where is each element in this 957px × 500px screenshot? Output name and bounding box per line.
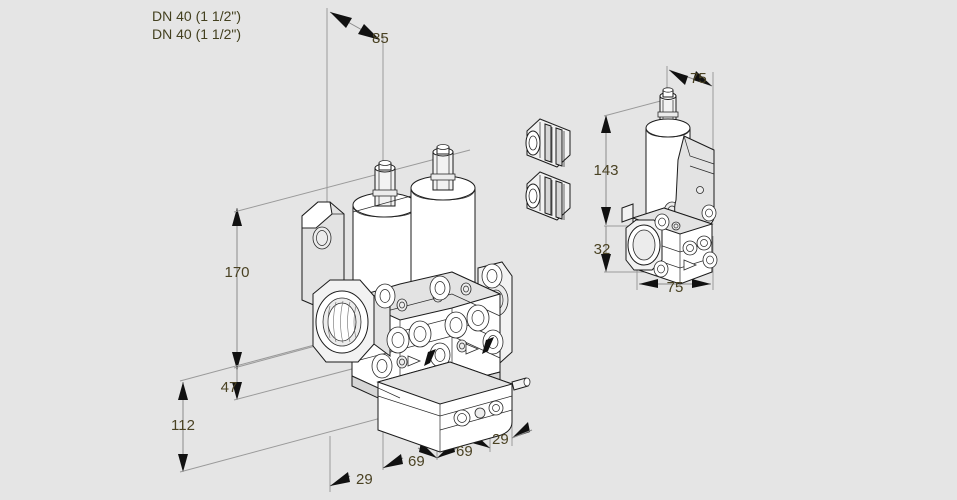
- corner-bolts: [371, 263, 504, 379]
- cable-gland-2: [525, 171, 571, 221]
- cable-gland-connectors: [525, 118, 571, 221]
- dim-main-depth-left: 29: [356, 471, 373, 488]
- port-size-labels: DN 40 (1 1/2") DN 40 (1 1/2"): [152, 8, 241, 42]
- dim-detail-height-overall: 143: [593, 162, 618, 179]
- port-label-outlet: DN 40 (1 1/2"): [152, 26, 241, 42]
- dim-detail-height-port-center: 32: [594, 241, 611, 258]
- dim-main-height-body: 112: [171, 417, 195, 434]
- dim-main-depth-right: 29: [492, 431, 509, 448]
- main-valve-assembly: [301, 144, 531, 453]
- bottom-enclosure: [376, 361, 531, 453]
- dim-detail-width-top: 75: [690, 70, 707, 87]
- single-valve-detail: [621, 87, 718, 285]
- port-label-inlet: DN 40 (1 1/2"): [152, 8, 241, 24]
- dimension-labels: 85 170 47 112 29 69 69 29 75 143 32 75: [171, 30, 707, 488]
- dim-detail-width-bottom: 75: [667, 279, 684, 296]
- detail-valve-body: [621, 203, 718, 285]
- dim-main-depth-mid-left: 69: [408, 453, 425, 470]
- detail-valve-stem: [657, 87, 679, 127]
- dim-main-height-overall: 170: [224, 264, 249, 281]
- dim-main-height-center-port: 47: [221, 379, 238, 396]
- dim-main-depth-mid-right: 69: [456, 443, 473, 460]
- cable-gland-1: [525, 118, 571, 168]
- flow-direction-markers: [407, 337, 494, 367]
- dim-main-width-top: 85: [372, 30, 389, 47]
